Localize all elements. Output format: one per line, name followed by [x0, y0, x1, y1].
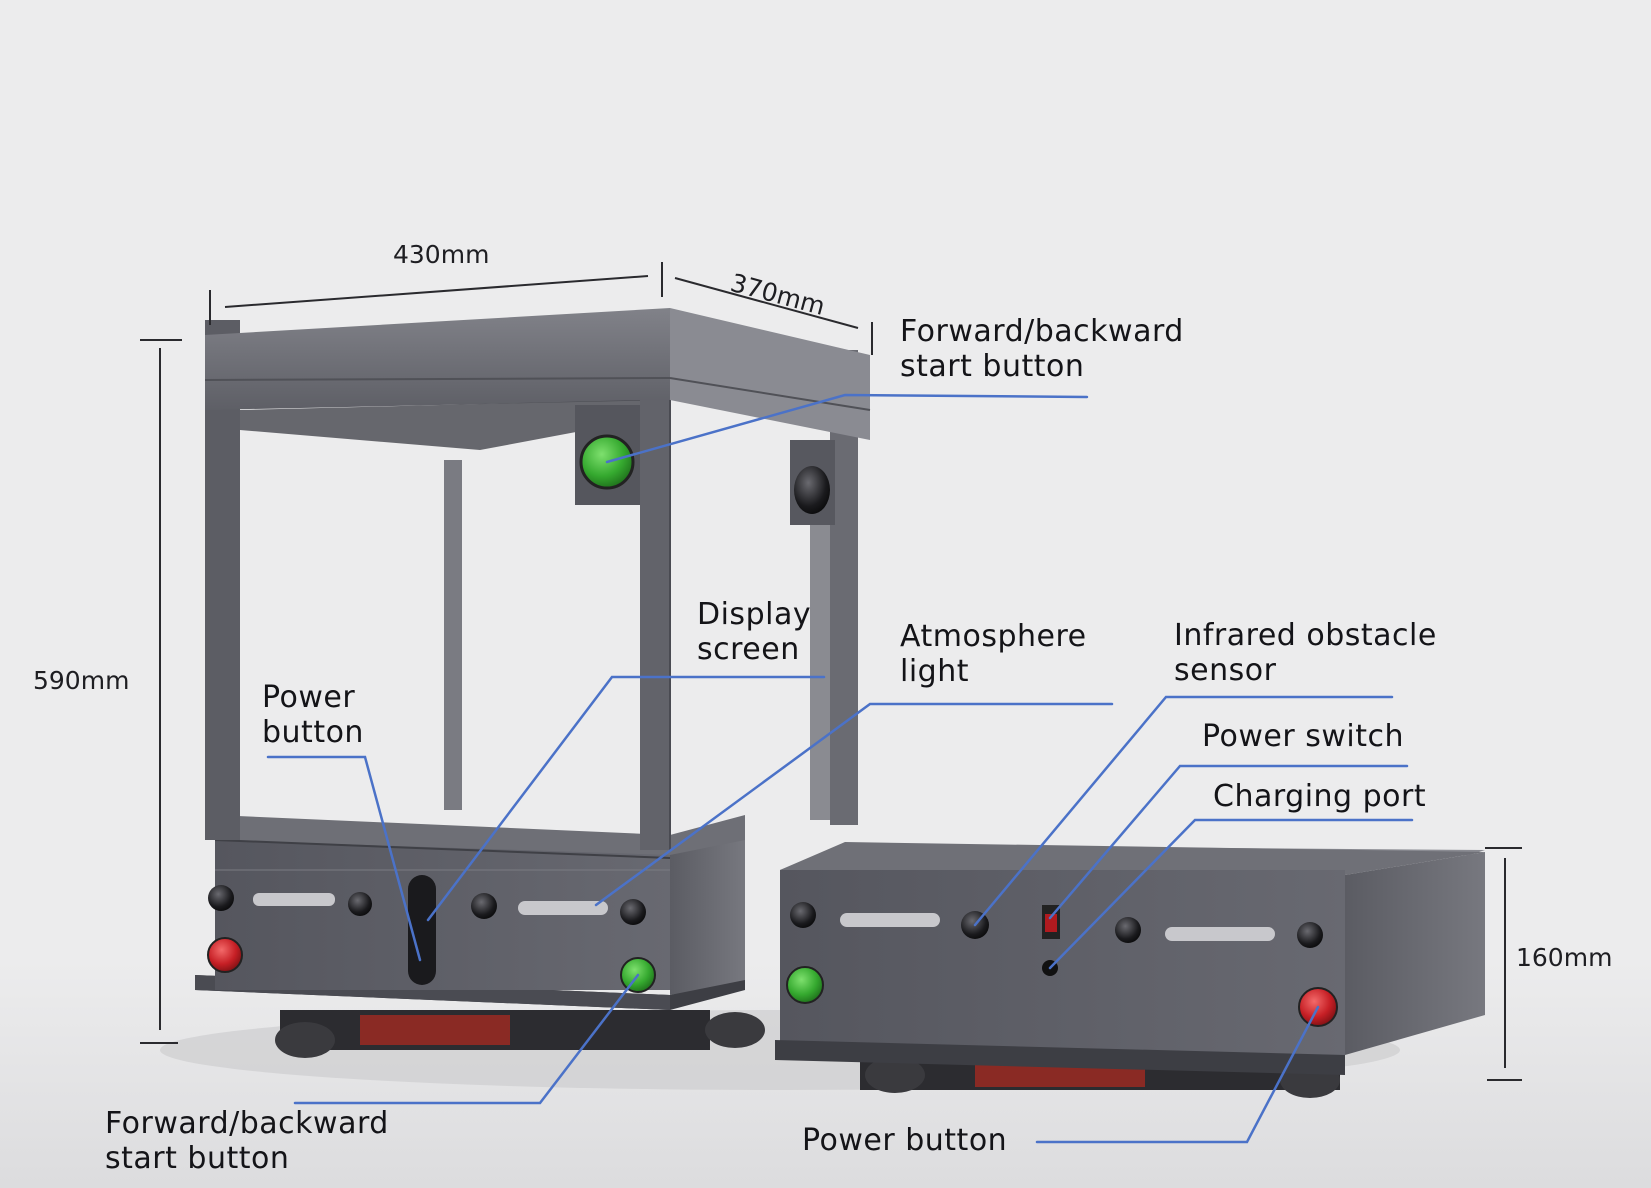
dim-width-label: 430mm	[393, 240, 490, 269]
callout-charging-port: Charging port	[1213, 779, 1427, 814]
leader-power-switch	[1048, 764, 1409, 920]
callout-power-button-left: Power button	[262, 680, 364, 750]
leader-charging	[1048, 818, 1414, 970]
leader-power-right	[1035, 1005, 1320, 1144]
leader-display	[426, 675, 826, 922]
callout-atmosphere-light: Atmosphere light	[900, 619, 1087, 689]
callout-infrared-sensor: Infrared obstacle sensor	[1174, 618, 1437, 688]
left-red-button-icon	[207, 937, 243, 973]
callout-power-switch: Power switch	[1202, 719, 1405, 754]
callout-power-button-right: Power button	[802, 1123, 1008, 1158]
low-base-robot	[775, 842, 1485, 1098]
dim-base-height-label: 160mm	[1516, 943, 1613, 972]
callout-display-screen: Display screen	[697, 597, 812, 667]
dimension-lines	[140, 262, 1522, 1081]
leader-lines	[266, 393, 1414, 1144]
base-green-button-icon	[786, 966, 824, 1004]
dim-height-label: 590mm	[33, 666, 130, 695]
callout-forward-backward-top: Forward/backward start button	[900, 314, 1184, 384]
leader-forward-top	[605, 393, 1089, 464]
leader-infrared	[973, 695, 1394, 927]
leader-power-left	[266, 755, 422, 962]
leader-forward-bottom	[293, 973, 640, 1105]
tall-robot	[195, 308, 871, 1058]
leader-atmosphere	[594, 702, 1114, 907]
callout-forward-backward-bottom: Forward/backward start button	[105, 1106, 389, 1176]
